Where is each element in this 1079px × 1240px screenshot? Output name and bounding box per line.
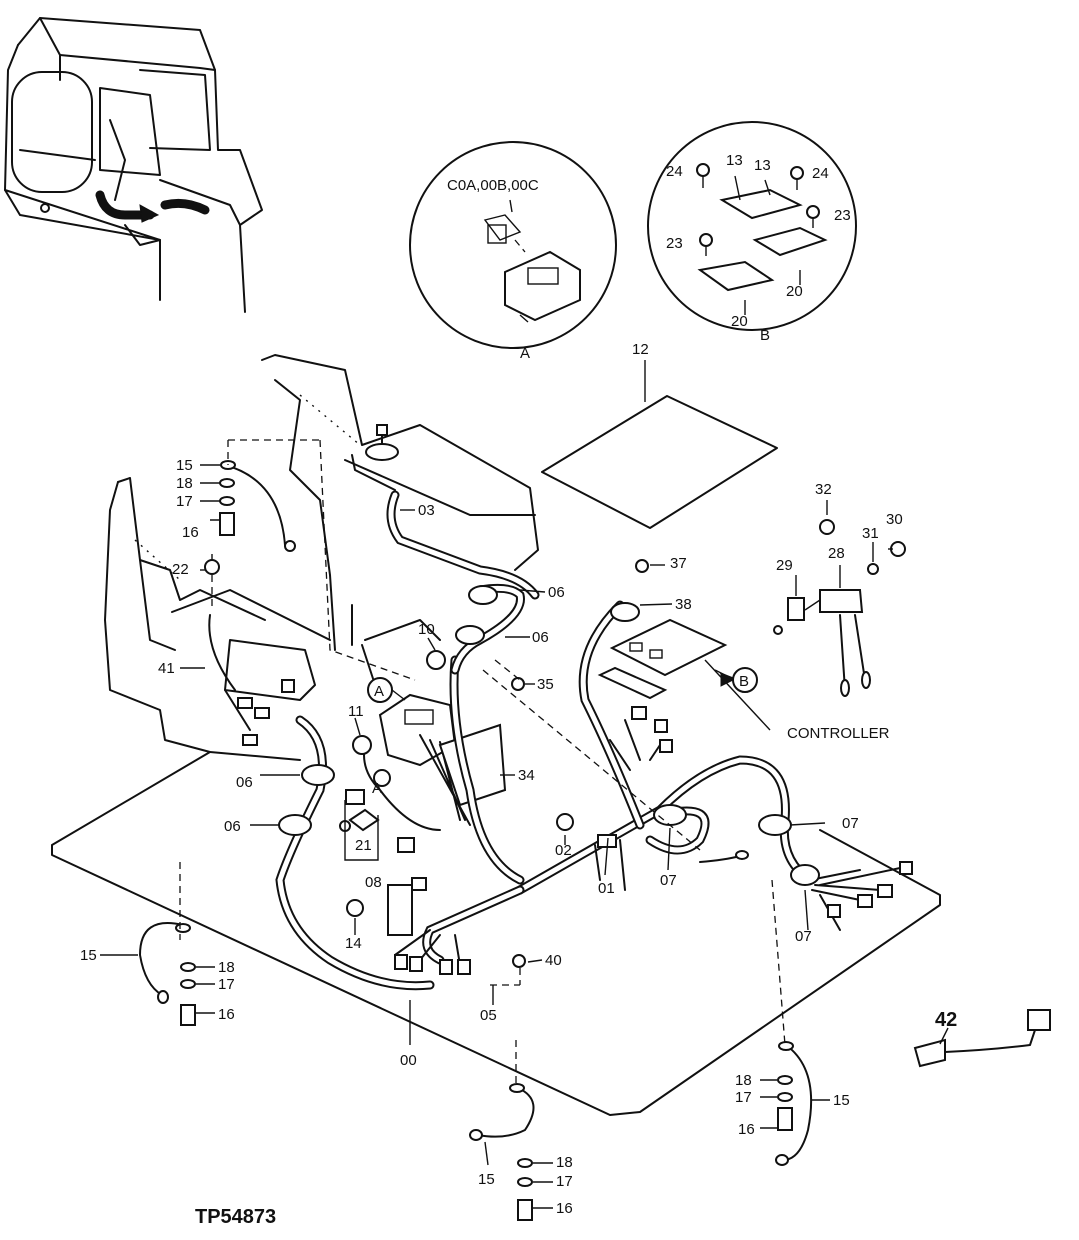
callout-01: 01 <box>598 880 615 897</box>
callout-16-left: 16 <box>218 1006 235 1023</box>
callout-17-bottom: 17 <box>556 1173 573 1190</box>
callout-06-a: 06 <box>548 584 565 601</box>
callout-42: 42 <box>935 1009 957 1031</box>
det-b-24a: 24 <box>666 163 683 180</box>
floor-plate <box>51 751 941 1116</box>
callout-leaders <box>100 464 949 1209</box>
callout-15-top: 15 <box>176 457 193 474</box>
washer-stacks <box>180 478 793 1221</box>
callout-12: 12 <box>632 341 649 358</box>
callout-31: 31 <box>862 525 879 542</box>
bracket-28-29 <box>773 589 871 697</box>
callout-11: 11 <box>348 703 364 720</box>
sheet-12 <box>541 395 778 529</box>
callout-17-top: 17 <box>176 493 193 510</box>
det-b-23a: 23 <box>834 207 851 224</box>
callout-18-right: 18 <box>735 1072 752 1089</box>
det-b-23b: 23 <box>666 235 683 252</box>
figure-id: TP54873 <box>195 1206 276 1228</box>
callout-41: 41 <box>158 660 175 677</box>
callout-07-c: 07 <box>795 928 812 945</box>
callout-17-right: 17 <box>735 1089 752 1106</box>
callout-07-a: 07 <box>842 815 859 832</box>
callout-16-top: 16 <box>182 524 199 541</box>
callout-15-right: 15 <box>833 1092 850 1109</box>
callout-17-left: 17 <box>218 976 235 993</box>
cab-inset <box>4 17 263 313</box>
detail-a-variants: C0A,00B,00C <box>447 177 539 194</box>
left-console <box>104 477 331 761</box>
detail-b: B 13 13 24 24 23 23 20 20 <box>647 121 857 344</box>
callout-34: 34 <box>518 767 535 784</box>
det-b-13a: 13 <box>726 152 743 169</box>
upper-console <box>261 354 539 651</box>
callout-18-bottom: 18 <box>556 1154 573 1171</box>
callout-06-d: 06 <box>224 818 241 835</box>
callout-a-small: A <box>372 780 382 797</box>
det-b-13b: 13 <box>754 157 771 174</box>
callout-18-left: 18 <box>218 959 235 976</box>
det-b-label: B <box>760 327 770 344</box>
callout-16-right: 16 <box>738 1121 755 1138</box>
callout-02: 02 <box>555 842 572 859</box>
callout-b-flag: B <box>739 673 749 690</box>
callout-06-b: 06 <box>532 629 549 646</box>
callout-15-bottom: 15 <box>478 1171 495 1188</box>
callout-30: 30 <box>886 511 903 528</box>
part-41 <box>208 614 270 746</box>
detail-a: C0A,00B,00C A <box>409 141 617 362</box>
callout-21: 21 <box>355 837 372 854</box>
callout-08: 08 <box>365 874 382 891</box>
callout-06-c: 06 <box>236 774 253 791</box>
callout-37: 37 <box>670 555 687 572</box>
callout-18-top: 18 <box>176 475 193 492</box>
leader-lines <box>179 439 786 1088</box>
callout-15-left: 15 <box>80 947 97 964</box>
det-b-24b: 24 <box>812 165 829 182</box>
callout-10: 10 <box>418 621 435 638</box>
callout-32: 32 <box>815 481 832 498</box>
callout-05: 05 <box>480 1007 497 1024</box>
callout-a-flag: A <box>374 683 384 700</box>
callout-00: 00 <box>400 1052 417 1069</box>
callout-14: 14 <box>345 935 362 952</box>
callout-28: 28 <box>828 545 845 562</box>
callout-22: 22 <box>172 561 189 578</box>
callout-03: 03 <box>418 502 435 519</box>
callout-16-bottom: 16 <box>556 1200 573 1217</box>
part-42 <box>913 1009 1051 1068</box>
callout-35: 35 <box>537 676 554 693</box>
detail-a-label: A <box>520 345 530 362</box>
callout-40: 40 <box>545 952 562 969</box>
callout-38: 38 <box>675 596 692 613</box>
callout-29: 29 <box>776 557 793 574</box>
det-b-20b: 20 <box>731 313 748 330</box>
plate-b <box>597 618 771 731</box>
callout-07-b: 07 <box>660 872 677 889</box>
controller-label: CONTROLLER <box>787 725 890 742</box>
det-b-20a: 20 <box>786 283 803 300</box>
